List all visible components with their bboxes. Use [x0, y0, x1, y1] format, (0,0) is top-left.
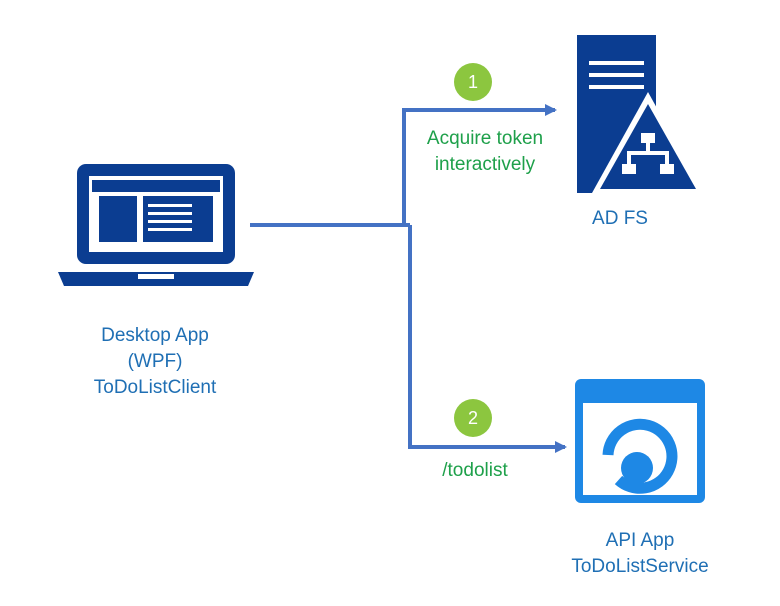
api-label-line1: API App	[605, 530, 675, 551]
laptop-icon	[58, 164, 254, 286]
step-2-text-line1: /todolist	[442, 460, 508, 481]
step-1-number: 1	[467, 71, 478, 92]
step-2-label: /todolist	[420, 458, 530, 484]
step-1-text-line1: Acquire token	[426, 128, 544, 149]
api-app-icon	[575, 379, 705, 503]
step-1-text-line2: interactively	[434, 154, 536, 175]
client-label-line3: ToDoListClient	[93, 377, 217, 398]
server-network-icon	[577, 35, 704, 193]
client-label: Desktop App (WPF) ToDoListClient	[60, 323, 250, 401]
adfs-label: AD FS	[570, 206, 670, 232]
api-label-line2: ToDoListService	[571, 556, 709, 577]
step-2-number: 2	[467, 407, 478, 428]
connector-lines	[250, 104, 567, 453]
api-label: API App ToDoListService	[545, 528, 735, 580]
client-label-line2: (WPF)	[127, 351, 183, 372]
arrow-to-api	[408, 225, 567, 453]
step-1-label: Acquire token interactively	[405, 126, 565, 178]
adfs-label-text: AD FS	[592, 208, 648, 229]
client-label-line1: Desktop App	[101, 325, 209, 346]
step-2-badge: 2	[454, 399, 492, 437]
arrow-to-adfs	[402, 104, 557, 225]
step-1-badge: 1	[454, 63, 492, 101]
